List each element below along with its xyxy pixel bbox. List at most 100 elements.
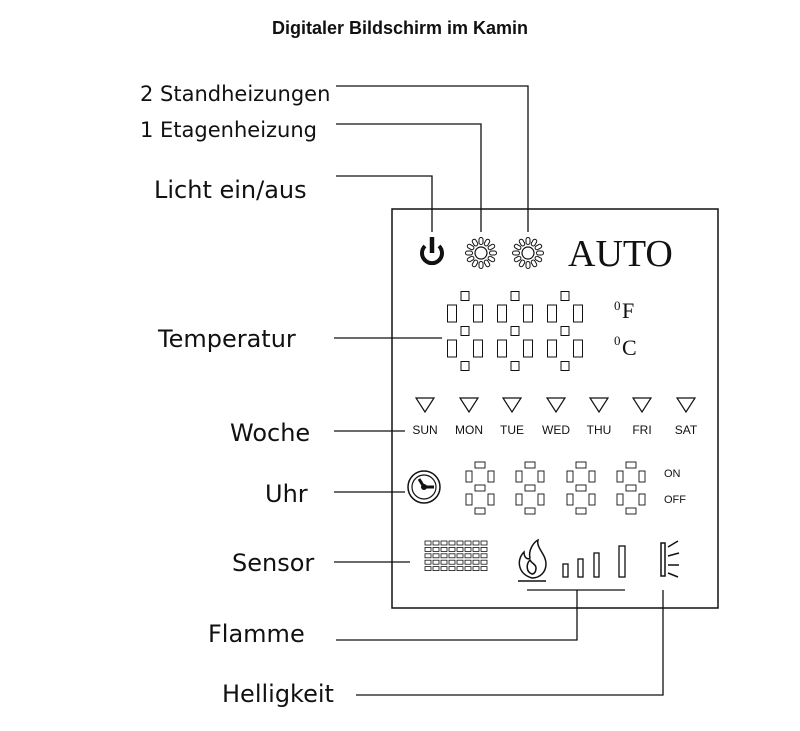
flame-level-bars [562,545,626,578]
digit-segment [474,507,486,515]
digit-segment [575,484,587,492]
brightness-icon [660,540,680,578]
sun-ray [525,261,531,269]
sun-ray [483,238,491,247]
weekday-indicator [545,397,567,414]
callout-woche: Woche [230,419,311,447]
sensor-cell [472,540,480,546]
leader-flamme [336,589,625,641]
sun-ray [513,255,522,263]
digit-segment [474,484,486,492]
sun-ray [471,259,479,268]
unit-c: C [622,335,637,360]
digit-segment [547,339,557,358]
weekday-indicator [631,397,653,414]
sensor-cell [448,566,456,571]
sun-ray [478,261,484,269]
sensor-cell [448,540,456,546]
page-title: Digitaler Bildschirm im Kamin [271,18,529,38]
callout-standheizungen: 2 Standheizungen [140,82,331,106]
sensor-cell [464,559,472,565]
off-label: OFF [664,494,686,506]
digit-segment [473,339,483,358]
unit-f-degree: 0 [614,298,621,313]
sensor-cell [472,566,480,571]
sensor-cell [424,566,432,571]
unit-f: F [622,298,634,323]
digit-segment [460,361,470,371]
sensor-cell [472,547,480,552]
sensor-cell [448,553,456,559]
digit-segment [447,339,457,358]
sensor-cell [432,559,440,565]
weekday-indicator [414,397,436,414]
digit-segment [560,326,570,336]
weekday-indicator [588,397,610,414]
callout-flamme: Flamme [208,620,305,648]
digit-segment [510,291,520,301]
weekday-label: MON [455,423,483,437]
sun-ray [466,255,475,263]
sensor-cell [440,547,448,552]
sensor-cell [432,540,440,546]
digit-segment [575,507,587,515]
temperature-digits [447,291,583,371]
digit-segment [566,493,574,506]
sensor-cell [456,540,464,546]
weekday-indicator [675,397,697,414]
digit-segment [473,304,483,323]
digit-segment [523,304,533,323]
digit-segment [616,470,624,483]
digit-segment [487,470,495,483]
digit-segment [524,507,536,515]
digit-segment [460,291,470,301]
digit-segment [638,493,646,506]
display-frame [391,208,719,609]
weekday-label: THU [587,423,612,437]
sensor-cell [424,547,432,552]
digit-segment [575,461,587,469]
sun-ray [487,243,496,251]
digit-segment [523,339,533,358]
digit-segment [465,470,473,483]
digit-segment [447,304,457,323]
sun-ray [536,250,544,256]
sun-ray [487,255,496,263]
sensor-cell [480,559,488,565]
weekday-indicator [458,397,480,414]
sensor-cell [480,553,488,559]
sun-ray [483,259,491,268]
callout-etagenheizung: 1 Etagenheizung [140,118,318,142]
digit-segment [537,493,545,506]
sensor-cell [432,547,440,552]
digit-segment [497,304,507,323]
digit-segment [515,470,523,483]
sensor-cell [424,540,432,546]
digit-segment [524,461,536,469]
sun-ray [525,237,531,245]
leader-etagenheizung [336,123,482,232]
callout-helligkeit: Helligkeit [222,680,334,708]
sensor-cell [456,559,464,565]
sensor-cell [480,566,488,571]
leader-licht [336,175,433,232]
sensor-cell [448,547,456,552]
sun-ray [466,243,475,251]
digit-segment [573,304,583,323]
sensor-cell [432,553,440,559]
sun-icon [512,237,544,269]
digit-segment [510,361,520,371]
sun-ray [518,238,526,247]
digit-segment [497,339,507,358]
sensor-cell [424,553,432,559]
leader-standheizungen [336,85,529,232]
sensor-cell [440,553,448,559]
sensor-cell [440,559,448,565]
sun-ray [530,259,538,268]
sensor-cell [464,553,472,559]
leader-helligkeit [356,590,664,696]
sun-ray [471,238,479,247]
digit-segment [487,493,495,506]
power-icon [420,237,444,266]
